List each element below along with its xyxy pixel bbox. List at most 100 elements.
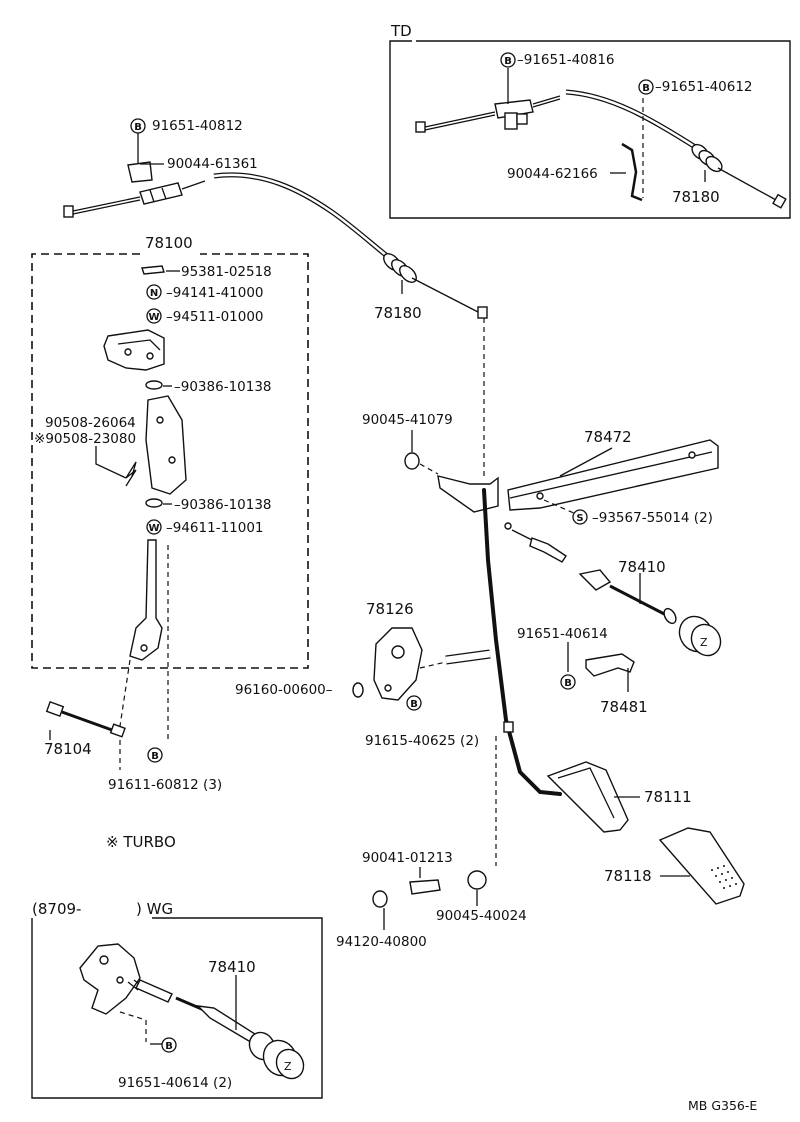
pedal-b-symbol bbox=[406, 695, 422, 711]
lnk7-label: –90386-10138 bbox=[174, 497, 272, 513]
knob-b-label: 91651-40614 bbox=[517, 626, 608, 642]
pedal-78111 bbox=[546, 761, 629, 833]
turbo-note: ※ TURBO bbox=[106, 833, 176, 851]
pedal-lever bbox=[482, 488, 562, 796]
lever-arm bbox=[145, 395, 187, 495]
top-b-label: 91651-40812 bbox=[152, 118, 243, 134]
svg-text:B: B bbox=[642, 83, 650, 94]
lnk5-label: 90508-26064 bbox=[45, 415, 136, 431]
svg-text:B: B bbox=[564, 678, 572, 689]
td-cable-nut bbox=[691, 143, 723, 173]
td-cable-clip bbox=[504, 112, 518, 130]
lever-rod bbox=[129, 539, 163, 661]
wg-bracket bbox=[79, 943, 141, 1015]
svg-text:N: N bbox=[150, 288, 158, 299]
lnk3-label: –94511-01000 bbox=[166, 309, 264, 325]
cable-78180-label: 78180 bbox=[374, 304, 422, 322]
rod-78104: 78104 B 91611-60812 (3) bbox=[44, 545, 222, 793]
wg-heading-left: (8709- bbox=[32, 900, 81, 918]
lnk8-label: –94611-11001 bbox=[166, 520, 264, 536]
linkage-group-78100: 78100 95381-02518 N –94141-41000 W –9451… bbox=[31, 234, 309, 669]
clip-95381 bbox=[141, 265, 165, 275]
lnk3-symbol bbox=[146, 308, 162, 324]
bracket-78481 bbox=[585, 653, 635, 677]
lnk4-label: –90386-10138 bbox=[174, 379, 272, 395]
lever-spring bbox=[125, 461, 137, 487]
stopper-90045 bbox=[467, 870, 487, 890]
td-b2-symbol bbox=[638, 79, 654, 95]
td-cable-end bbox=[415, 121, 426, 133]
cable-clip bbox=[127, 161, 153, 183]
pedal-top-bracket bbox=[437, 475, 499, 513]
stop-bolt-label: 90045-41079 bbox=[362, 412, 453, 428]
wg-b-symbol bbox=[161, 1037, 177, 1053]
bracket-s-label: –93567-55014 (2) bbox=[592, 510, 713, 526]
cable-end-right bbox=[477, 306, 488, 319]
bush-90386-a bbox=[145, 380, 163, 390]
cable-end-left bbox=[63, 205, 74, 218]
svg-text:Z: Z bbox=[700, 636, 708, 649]
cushion-96160 bbox=[352, 682, 364, 698]
svg-text:B: B bbox=[151, 751, 159, 762]
svg-text:B: B bbox=[134, 122, 142, 133]
lnk1-label: 95381-02518 bbox=[181, 264, 272, 280]
td-b1-symbol bbox=[500, 52, 516, 68]
top-clip-label: 90044-61361 bbox=[167, 156, 258, 172]
td-wire-clip bbox=[621, 142, 643, 202]
svg-text:W: W bbox=[148, 312, 159, 323]
td-b1-label: –91651-40816 bbox=[517, 52, 615, 68]
cable-adjuster bbox=[139, 182, 183, 205]
throttle-cable: 78180 B 91651-40812 90044-61361 bbox=[63, 118, 488, 480]
nut-label: 94120-40800 bbox=[336, 934, 427, 950]
wg-frame bbox=[31, 917, 323, 1099]
knob-bracket-label: 78481 bbox=[600, 698, 648, 716]
knob-cable-end bbox=[529, 537, 567, 563]
svg-text:B: B bbox=[165, 1041, 173, 1052]
cable-nut bbox=[383, 253, 417, 283]
td-cable-tip bbox=[772, 193, 787, 209]
linkage-heading: 78100 bbox=[145, 234, 193, 252]
pedal-bracket-label: 78126 bbox=[366, 600, 414, 618]
bush-90386-b bbox=[145, 498, 163, 508]
svg-text:S: S bbox=[576, 513, 583, 524]
linkage-frame bbox=[31, 253, 309, 669]
screw-label: 90041-01213 bbox=[362, 850, 453, 866]
td-heading: TD bbox=[390, 22, 412, 40]
pad-label: 78118 bbox=[604, 867, 652, 885]
td-inset: TD B –91651-40816 B –91651-40612 90044- bbox=[389, 22, 791, 219]
wg-heading-right: ) WG bbox=[136, 900, 173, 918]
screw-90041 bbox=[409, 879, 441, 895]
knob-b-symbol bbox=[560, 674, 576, 690]
lnk2-label: –94141-41000 bbox=[166, 285, 264, 301]
lnk2-symbol bbox=[146, 284, 162, 300]
td-clip-label: 90044-62166 bbox=[507, 166, 598, 182]
pad-78118 bbox=[658, 827, 745, 905]
svg-text:Z: Z bbox=[284, 1060, 292, 1073]
svg-text:B: B bbox=[410, 699, 418, 710]
lever-bracket bbox=[103, 329, 165, 371]
wg-b-label: 91651-40614 (2) bbox=[118, 1075, 232, 1091]
pedal-assembly: 90045-41079 78472 S –93567-55014 (2) bbox=[235, 412, 745, 950]
lnk6-label: ※90508-23080 bbox=[34, 431, 136, 447]
svg-text:B: B bbox=[504, 56, 512, 67]
footer-code: MB G356-E bbox=[688, 1098, 757, 1113]
pedal-b-label: 91615-40625 (2) bbox=[365, 733, 479, 749]
svg-text:W: W bbox=[148, 523, 159, 534]
rod-b-symbol bbox=[147, 747, 163, 763]
stop-bolt bbox=[404, 452, 420, 470]
pedal-bracket-78126 bbox=[373, 627, 423, 701]
pedal-label: 78111 bbox=[644, 788, 692, 806]
td-cable-label: 78180 bbox=[672, 188, 720, 206]
lnk8-symbol bbox=[146, 519, 162, 535]
cushion-label: 96160-00600– bbox=[235, 682, 333, 698]
wg-inset: (8709- ) WG Z 78410 B 91651-40614 (2) bbox=[31, 900, 323, 1099]
knob-label: 78410 bbox=[618, 558, 666, 576]
rod-label: 78104 bbox=[44, 740, 92, 758]
rod-b-label: 91611-60812 (3) bbox=[108, 777, 222, 793]
td-b2-label: –91651-40612 bbox=[655, 79, 753, 95]
stopper-label: 90045-40024 bbox=[436, 908, 527, 924]
bracket-s-symbol bbox=[572, 509, 588, 525]
wg-knob: Z bbox=[248, 1031, 305, 1080]
